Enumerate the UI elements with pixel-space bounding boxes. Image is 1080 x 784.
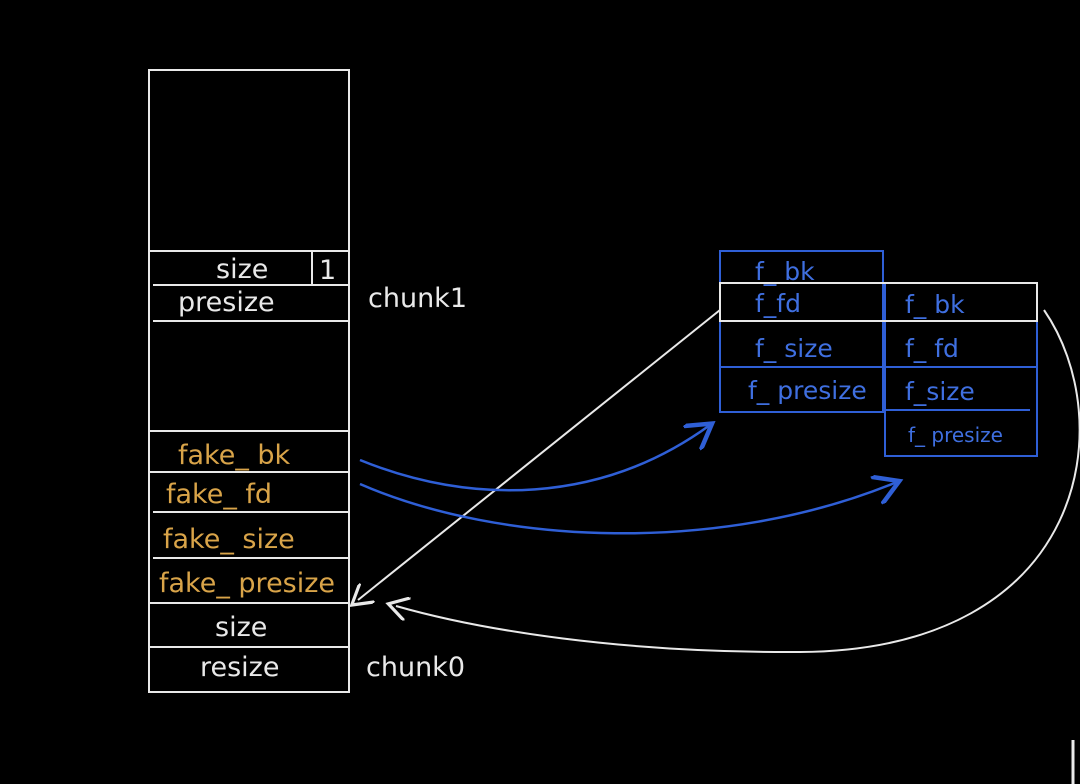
chunk0-label: chunk0	[366, 652, 465, 683]
struct-b-presize: f_ presize	[908, 423, 1003, 447]
struct-b-size: f_size	[905, 377, 975, 406]
arrow-struct-b-to-fake-chunk	[396, 309, 1080, 654]
struct-a-border	[719, 250, 884, 413]
memory-column	[148, 69, 350, 693]
chunk1-size-field: size	[216, 254, 268, 285]
overlap-row-highlight	[719, 282, 1038, 322]
struct-b-bk: f_ bk	[905, 290, 965, 319]
chunk1-label: chunk1	[368, 283, 467, 314]
struct-a-bk: f_ bk	[755, 257, 815, 286]
fake-bk-field: fake_ bk	[178, 440, 291, 471]
chunk0-resize-field: resize	[200, 652, 279, 683]
struct-b-fd: f_ fd	[905, 334, 959, 363]
fake-presize-field: fake_ presize	[159, 568, 335, 599]
struct-a-fd: f_fd	[755, 289, 801, 318]
chunk1-inuse-bit: 1	[319, 255, 336, 286]
chunk1-presize-field: presize	[178, 287, 275, 318]
arrow-struct-to-fake-chunk	[358, 309, 721, 600]
chunk0-size-field: size	[215, 612, 267, 643]
arrow-fake-bk-to-struct-a	[359, 425, 710, 492]
fake-size-field: fake_ size	[163, 524, 295, 555]
struct-a-size: f_ size	[755, 334, 833, 363]
memory-column-border	[148, 69, 350, 693]
fake-fd-field: fake_ fd	[166, 479, 272, 510]
struct-a-presize: f_ presize	[748, 376, 867, 405]
arrow-fake-fd-to-struct-b	[359, 482, 897, 535]
